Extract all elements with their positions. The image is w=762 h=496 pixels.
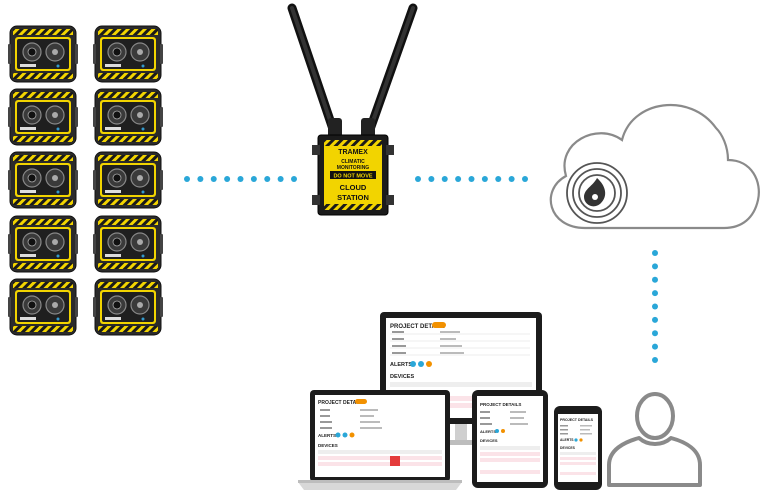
screen-project-title: PROJECT DETAILS (480, 402, 521, 407)
screen-alerts-label: ALERTS (480, 429, 496, 434)
connector-left (184, 176, 297, 182)
connector-dot (184, 176, 190, 182)
screen-project-title: PROJECT DETAILS (318, 400, 365, 406)
connector-dot (652, 276, 658, 283)
sensor-device-icon (7, 151, 79, 209)
sensor-device-icon (92, 25, 164, 83)
connector-dot (441, 176, 448, 182)
sensor-device-icon (7, 88, 79, 146)
screen-devices-label: DEVICES (318, 443, 338, 448)
connector-right (415, 176, 528, 182)
connector-dot (224, 176, 231, 182)
connector-dot (652, 357, 658, 363)
connector-dot (652, 330, 658, 337)
cloud-station-gateway: TRAMEX CLIMATIC MONITORING DO NOT MOVE C… (287, 3, 418, 216)
connector-dot (652, 263, 658, 270)
screen-devices-label: DEVICES (390, 374, 414, 380)
gateway-name-line1: CLOUD (340, 183, 367, 192)
connector-dot (264, 176, 271, 182)
antenna-icon (287, 3, 342, 140)
connector-dot (277, 176, 284, 182)
gateway-banner: DO NOT MOVE (333, 174, 372, 180)
connector-dot (455, 176, 462, 182)
sensor-device-icon (92, 215, 164, 273)
connector-dot (508, 176, 515, 182)
gateway-name-line2: STATION (337, 193, 369, 202)
sensor-device-icon (92, 151, 164, 209)
connector-dot (652, 250, 658, 256)
connector-dot (415, 176, 421, 182)
gateway-line1: CLIMATIC (341, 159, 365, 165)
screen-project-title: PROJECT DETAILS (560, 418, 594, 422)
tramex-logo-icon (566, 162, 628, 224)
connector-dot (495, 176, 502, 182)
connector-dot (237, 176, 244, 182)
connector-dot (291, 176, 297, 182)
connector-dot (210, 176, 217, 182)
cloud-icon (549, 103, 760, 230)
sensor-device-icon (92, 88, 164, 146)
connector-dot (652, 303, 658, 310)
gateway-line2: MONITORING (337, 165, 370, 171)
connector-dot (522, 176, 528, 182)
screen-devices-label: DEVICES (480, 438, 498, 443)
connector-dot (428, 176, 435, 182)
antenna-icon (361, 3, 418, 140)
tablet: PROJECT DETAILS ALERTS DEVICES (472, 390, 548, 488)
connector-dot (250, 176, 257, 182)
sensor-grid (7, 25, 164, 336)
phone: PROJECT DETAILS ALERTS DEVICES (554, 406, 602, 490)
connector-dot (197, 176, 204, 182)
sensor-device-icon (7, 215, 79, 273)
connector-dot (652, 316, 658, 323)
connector-vertical (652, 250, 658, 363)
sensor-device-icon (7, 278, 79, 336)
screen-devices-label: DEVICES (560, 446, 576, 450)
connector-dot (481, 176, 488, 182)
user-icon (607, 392, 702, 487)
devices-cluster: PROJECT DETAILS ALERTS DEVICES PR (298, 312, 602, 490)
screen-alerts-label: ALERTS (560, 438, 574, 442)
connector-dot (468, 176, 475, 182)
sensor-device-icon (92, 278, 164, 336)
laptop: PROJECT DETAILS ALERTS DEVICES (298, 390, 462, 490)
screen-alerts-label: ALERTS (390, 362, 412, 368)
sensor-device-icon (7, 25, 79, 83)
connector-dot (652, 290, 658, 297)
gateway-brand: TRAMEX (338, 149, 368, 156)
connector-dot (652, 343, 658, 350)
screen-alerts-label: ALERTS (318, 433, 336, 438)
screen-project-title: PROJECT DETAILS (390, 324, 445, 330)
